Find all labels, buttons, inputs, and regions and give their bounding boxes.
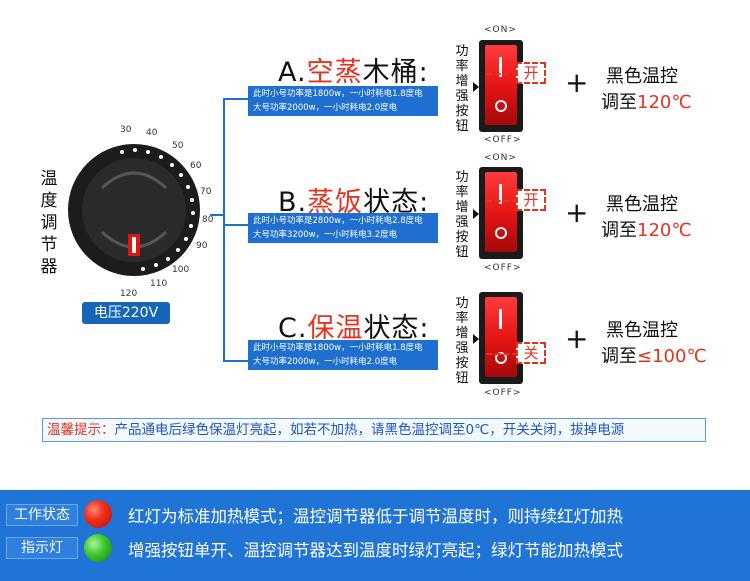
vlabel-char: 强 <box>455 89 469 104</box>
mode-c-info-line1: 此时小号功率是1800w，一小时耗电1.8度电 <box>253 343 423 353</box>
mode-a-ctrl-set: 调至120℃ <box>601 92 692 113</box>
mode-c-letter: C. <box>278 313 308 344</box>
status-label-work: 工作状态 <box>6 504 78 526</box>
mode-b-info-line2: 大号功率3200w，一小时耗电3.2度电 <box>253 230 398 240</box>
mode-a-off-label: <OFF> <box>484 135 522 145</box>
thermostat-label-char: 节 <box>40 235 58 255</box>
status-label-indicator: 指示灯 <box>6 537 78 559</box>
mode-b-info-line1: 此时小号功率是2800w，一小时耗电2.8度电 <box>253 216 423 226</box>
vlabel-char: 功 <box>455 44 469 59</box>
thermostat-label-char: 调 <box>40 213 58 233</box>
vlabel-char: 功 <box>455 170 469 185</box>
mode-b-off-label: <OFF> <box>484 263 522 273</box>
vlabel-char: 强 <box>455 215 469 230</box>
mode-b-rocker-switch[interactable] <box>473 167 523 259</box>
tip-head: 温馨提示： <box>47 422 115 438</box>
dial-scale-40: 40 <box>146 128 158 138</box>
red-lamp-icon <box>84 500 112 528</box>
mode-c-off-label: <OFF> <box>484 388 522 398</box>
thermostat-label-char: 器 <box>40 257 58 277</box>
mode-a-letter: A. <box>278 57 307 88</box>
mode-a-boost-label: 功 率 增 强 按 钮 <box>454 44 470 134</box>
vlabel-char: 强 <box>455 341 469 356</box>
mode-a-ctrl-name: 黑色温控 <box>606 66 678 87</box>
vlabel-char: 按 <box>455 104 469 119</box>
dial-scale-50: 50 <box>172 141 184 151</box>
vlabel-char: 按 <box>455 230 469 245</box>
mode-a-info: 此时小号功率是1800w，一小时耗电1.8度电 大号功率2000w，一小时耗电2… <box>248 86 438 116</box>
dial-scale-120: 120 <box>120 289 137 299</box>
mode-a-rocker-switch[interactable] <box>473 40 523 132</box>
mode-c-plus: + <box>565 322 589 355</box>
vlabel-char: 增 <box>455 74 469 89</box>
status-green-text: 增强按钮单开、温控调节器达到温度时绿灯亮起；绿灯节能加热模式 <box>128 541 623 560</box>
dial-scale-100: 100 <box>172 265 189 275</box>
mode-b-highlight: 蒸饭 <box>307 187 364 218</box>
mode-a-on-label: <ON> <box>484 25 517 35</box>
vlabel-char: 按 <box>455 356 469 371</box>
mode-b-state-tag: 开 <box>516 189 546 211</box>
vlabel-char: 率 <box>455 59 469 74</box>
mode-a-state-tag: 开 <box>516 62 546 84</box>
vlabel-char: 钮 <box>455 371 469 386</box>
mode-b-rest: 状态: <box>363 187 430 218</box>
mode-b-on-label: <ON> <box>484 153 517 163</box>
mode-c-title: C.保温状态: <box>278 306 430 345</box>
bracket-lines <box>210 98 248 362</box>
mode-b-tag-line <box>486 200 518 202</box>
mode-c-boost-label: 功 率 增 强 按 钮 <box>454 296 470 386</box>
mode-c-state-tag: 关 <box>516 342 546 364</box>
thermostat-label: 温 度 调 节 器 <box>38 168 60 278</box>
dial-scale-30: 30 <box>120 125 132 135</box>
vlabel-char: 率 <box>455 185 469 200</box>
mode-a-info-line2: 大号功率2000w，一小时耗电2.0度电 <box>253 103 398 113</box>
dial-scale-110: 110 <box>150 279 167 289</box>
mode-c-tag-line <box>486 353 518 355</box>
mode-a-info-line1: 此时小号功率是1800w，一小时耗电1.8度电 <box>253 89 423 99</box>
mode-b-title: B.蒸饭状态: <box>278 180 429 219</box>
mode-c-ctrl-name: 黑色温控 <box>606 320 678 341</box>
vlabel-char: 增 <box>455 326 469 341</box>
status-red-text: 红灯为标准加热模式；温控调节器低于调节温度时，则持续红灯加热 <box>128 507 623 526</box>
vlabel-char: 增 <box>455 200 469 215</box>
mode-c-ctrl-set: 调至≤100℃ <box>601 346 707 367</box>
status-bar: 工作状态 指示灯 红灯为标准加热模式；温控调节器低于调节温度时，则持续红灯加热 … <box>0 490 750 581</box>
mode-a-rest: 木桶: <box>362 57 429 88</box>
mode-c-info-line2: 大号功率2000w，一小时耗电2.0度电 <box>253 357 398 367</box>
green-lamp-icon <box>84 534 112 562</box>
mode-a-tag-line <box>486 73 518 75</box>
mode-a-plus: + <box>565 66 589 99</box>
thermostat-label-char: 度 <box>40 191 58 211</box>
mode-c-info: 此时小号功率是1800w，一小时耗电1.8度电 大号功率2000w，一小时耗电2… <box>248 340 438 370</box>
mode-c-highlight: 保温 <box>307 313 364 344</box>
mode-b-plus: + <box>565 196 589 229</box>
thermostat-dial[interactable]: 30 40 50 60 70 80 90 100 110 120 <box>62 118 222 300</box>
mode-b-ctrl-set: 调至120℃ <box>601 220 692 241</box>
mode-b-ctrl-name: 黑色温控 <box>606 194 678 215</box>
mode-b-info: 此时小号功率是2800w，一小时耗电2.8度电 大号功率3200w，一小时耗电3… <box>248 213 438 243</box>
mode-b-letter: B. <box>278 187 308 218</box>
voltage-badge: 电压220V <box>82 302 170 324</box>
dial-scale-80: 80 <box>202 215 214 225</box>
vlabel-char: 钮 <box>455 245 469 260</box>
tip-bar: 温馨提示：产品通电后绿色保温灯亮起，如若不加热，请黑色温控调至0℃，开关关闭，拔… <box>42 418 706 442</box>
mode-c-rocker-switch[interactable] <box>473 292 523 384</box>
mode-b-boost-label: 功 率 增 强 按 钮 <box>454 170 470 260</box>
dial-scale-70: 70 <box>200 187 212 197</box>
tip-body: 产品通电后绿色保温灯亮起，如若不加热，请黑色温控调至0℃，开关关闭，拔掉电源 <box>114 422 625 438</box>
vlabel-char: 功 <box>455 296 469 311</box>
mode-a-title: A.空蒸木桶: <box>278 50 429 89</box>
dial-scale-60: 60 <box>190 161 202 171</box>
vlabel-char: 钮 <box>455 119 469 134</box>
thermostat-label-char: 温 <box>40 169 58 189</box>
dial-scale-90: 90 <box>196 241 208 251</box>
vlabel-char: 率 <box>455 311 469 326</box>
mode-a-highlight: 空蒸 <box>306 57 363 88</box>
mode-c-rest: 状态: <box>363 313 430 344</box>
